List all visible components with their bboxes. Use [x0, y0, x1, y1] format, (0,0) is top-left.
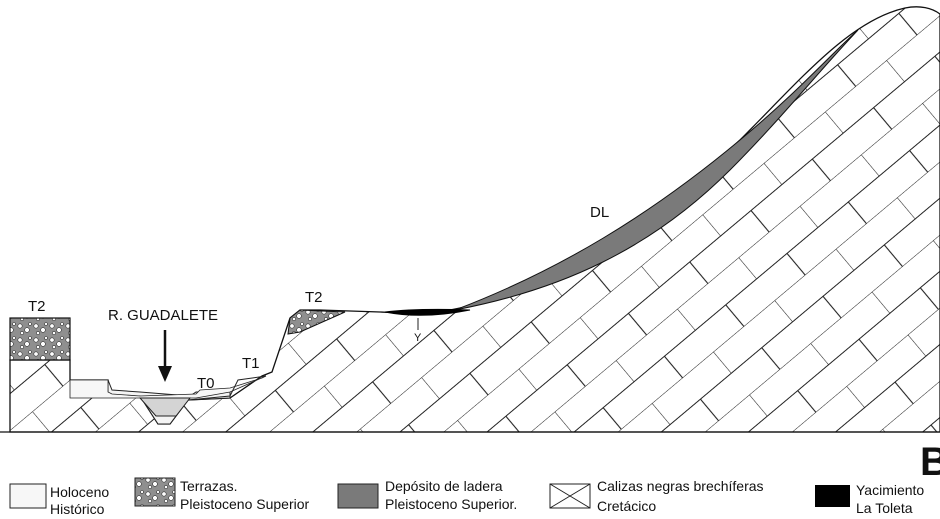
holocene-swatch	[9, 483, 47, 509]
legend-label-line1: Calizas negras brechíferas	[597, 478, 764, 494]
legend-label-line2: Pleistoceno Superior.	[385, 496, 517, 512]
label-terrace-t0: T0	[197, 375, 215, 392]
label-slope-deposit: DL	[590, 204, 609, 221]
terrace-t2-gravel	[287, 309, 346, 335]
legend-label-line1: Holoceno	[50, 484, 109, 500]
terrace-left-gravel	[9, 317, 71, 361]
river-arrow	[158, 330, 172, 382]
limestone-bedrock	[9, 6, 940, 433]
slope-deposit	[454, 29, 859, 311]
terrace-t0-step	[187, 375, 267, 401]
label-site: Y	[414, 332, 422, 344]
legend-label-line2: Pleistoceno Superior	[180, 496, 310, 512]
panel-letter: B	[920, 440, 940, 484]
terrace-swatch	[134, 477, 176, 507]
label-terrace-left: T2	[28, 298, 46, 315]
legend-label-line1: Yacimiento	[856, 482, 924, 498]
limestone-swatch	[549, 483, 591, 509]
legend-label-line2: Cretácico	[597, 498, 656, 514]
legend-label-line1: Terrazas.	[180, 478, 238, 494]
slope-deposit-swatch	[337, 483, 379, 509]
legend: Holoceno Histórico Terrazas. Pleistoceno…	[9, 477, 924, 517]
legend-label-line2: Histórico	[50, 501, 105, 517]
channel-deposit	[138, 397, 192, 417]
site-lens	[384, 308, 471, 316]
label-terrace-t2: T2	[305, 289, 323, 306]
legend-label-line2: La Toleta	[856, 500, 913, 516]
holocene-upper-fill	[69, 375, 267, 399]
legend-label-line1: Depósito de ladera	[385, 478, 503, 494]
label-terrace-t1: T1	[242, 355, 260, 372]
label-river: R. GUADALETE	[108, 307, 218, 324]
site-swatch	[815, 485, 850, 507]
